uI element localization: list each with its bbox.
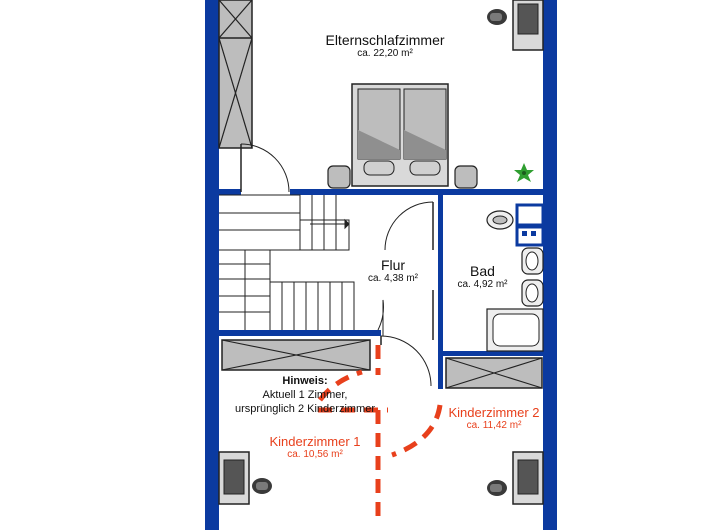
room-label-kinderzimmer-2: Kinderzimmer 2 ca. 11,42 m² — [440, 405, 548, 431]
hint-note: Hinweis: Aktuell 1 Zimmer, ursprünglich … — [215, 374, 395, 416]
bedroom-wall-left — [219, 189, 241, 195]
room-label-bad: Bad ca. 4,92 m² — [440, 263, 525, 290]
hint-line-2: ursprünglich 2 Kinderzimmer — [235, 403, 375, 415]
left-outer-wall — [205, 0, 219, 530]
bathroom-door — [384, 201, 434, 340]
chair-icon — [487, 9, 507, 25]
desk-kid1 — [218, 451, 250, 505]
kid2-left-wall — [438, 351, 443, 389]
double-bed — [327, 83, 478, 189]
hint-title: Hinweis: — [282, 375, 328, 387]
room-area: ca. 10,56 m² — [287, 449, 343, 460]
kids-door — [377, 299, 432, 387]
kid2-top-wall — [438, 351, 543, 356]
bedroom-wall-right — [290, 189, 543, 195]
room-name: Elternschlafzimmer — [325, 32, 445, 48]
outer-walls — [205, 0, 557, 530]
bathtub-icon — [486, 308, 544, 352]
shower-tray — [515, 203, 545, 247]
plant-icon — [514, 163, 534, 182]
wardrobe-bedroom — [218, 0, 253, 149]
hint-line-1: Aktuell 1 Zimmer, — [262, 389, 348, 401]
staircase — [219, 194, 355, 330]
room-name: Kinderzimmer 2 — [448, 405, 540, 420]
desk-kid2 — [512, 451, 544, 505]
room-label-flur: Flur ca. 4,38 m² — [348, 257, 438, 284]
room-area: ca. 11,42 m² — [466, 420, 522, 431]
room-label-elternschlafzimmer: Elternschlafzimmer ca. 22,20 m² — [290, 32, 480, 59]
room-label-kinderzimmer-1: Kinderzimmer 1 ca. 10,56 m² — [255, 434, 375, 460]
room-name: Bad — [470, 263, 495, 279]
right-outer-wall — [543, 0, 557, 530]
room-area: ca. 4,92 m² — [457, 279, 508, 290]
chair-icon — [487, 480, 507, 496]
toilet-icon — [486, 210, 514, 230]
wardrobe-kid1 — [221, 339, 371, 371]
room-area: ca. 22,20 m² — [357, 48, 413, 59]
bedroom-door — [240, 143, 290, 193]
wardrobe-kid2 — [445, 357, 543, 389]
interior-walls — [219, 189, 543, 389]
desk-bedroom — [512, 0, 544, 51]
stair-divider-wall — [219, 330, 381, 336]
washbasin-icon — [521, 247, 544, 307]
room-name: Flur — [380, 257, 406, 273]
original-wall-marker — [318, 345, 443, 525]
chair-icon — [252, 478, 272, 494]
room-name: Kinderzimmer 1 — [269, 434, 361, 449]
bath-wall-vertical — [438, 195, 443, 352]
room-area: ca. 4,38 m² — [367, 273, 419, 284]
